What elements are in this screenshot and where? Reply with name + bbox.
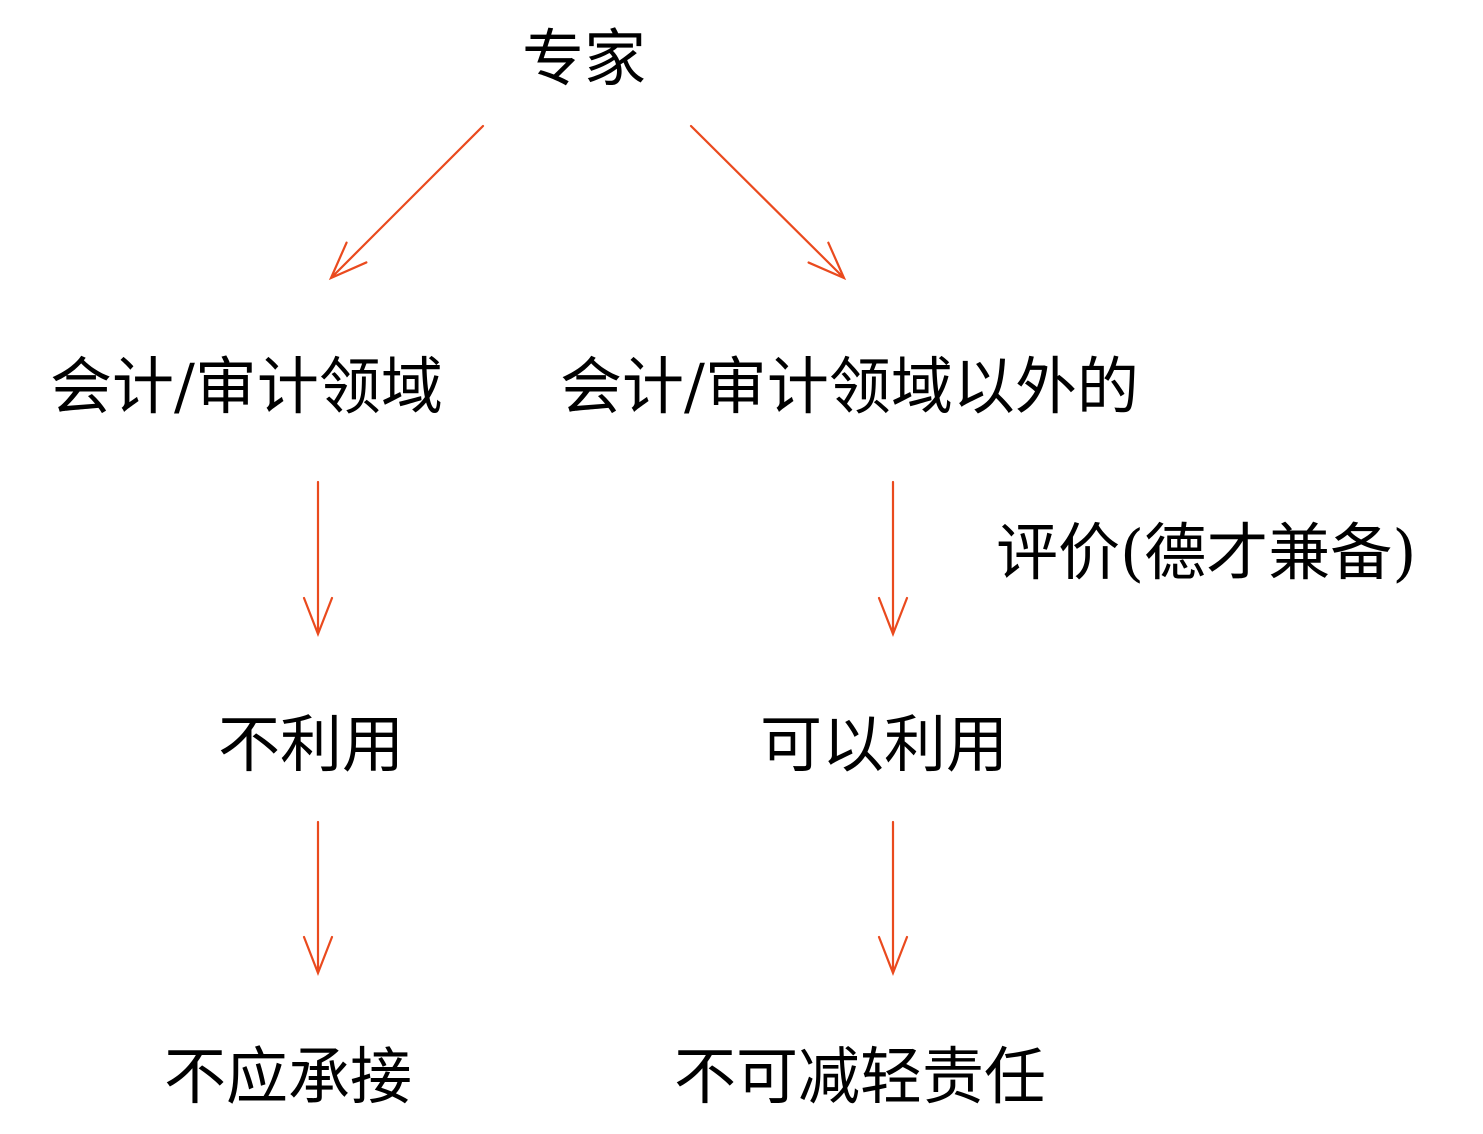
- node-cannot-reduce-responsibility: 不可减轻责任: [674, 1040, 1047, 1113]
- arrow-expert-to-outside-domain: [689, 124, 847, 281]
- node-expert: 专家: [522, 22, 647, 95]
- node-should-not-accept: 不应承接: [164, 1040, 413, 1113]
- node-not-use: 不利用: [218, 708, 405, 781]
- arrow-domain-to-not-use: [302, 480, 334, 638]
- arrow-can-use-to-no-reduce: [877, 820, 909, 977]
- node-outside-accounting-audit-domain: 会计/审计领域以外的: [560, 350, 1139, 423]
- node-can-use: 可以利用: [760, 708, 1009, 781]
- node-accounting-audit-domain: 会计/审计领域: [50, 350, 443, 423]
- arrow-not-use-to-not-accept: [302, 820, 334, 977]
- arrow-expert-to-domain: [328, 124, 485, 281]
- node-evaluate: 评价(德才兼备): [996, 516, 1417, 589]
- arrow-outside-to-can-use: [877, 480, 909, 638]
